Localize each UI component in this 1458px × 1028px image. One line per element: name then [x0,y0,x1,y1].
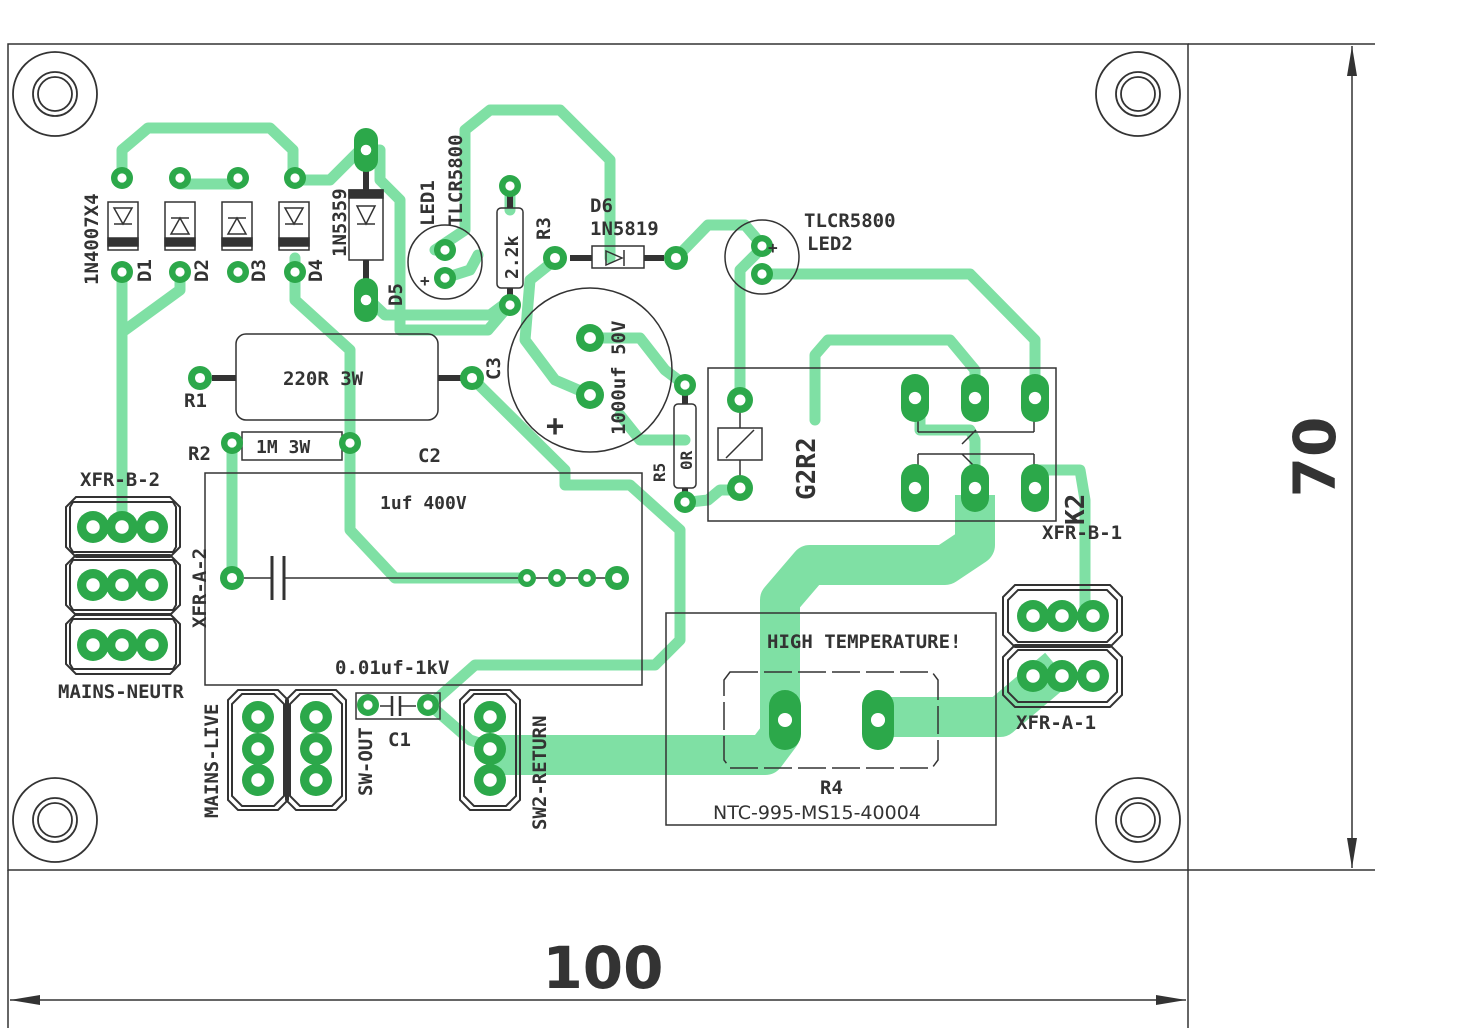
label-d3: D3 [248,259,270,282]
label-c3-value: 1000uf 50V [608,321,630,435]
label-mains-live: MAINS-LIVE [201,704,223,818]
width-label: 100 [542,934,663,1002]
label-diode-array: 1N4007X4 [81,193,103,285]
svg-text:+: + [420,271,430,290]
mounting-holes [12,51,1181,863]
mains-live-header [227,689,289,811]
label-r3-ref: R3 [533,217,555,240]
mount-hole-bottom-left [12,777,98,863]
label-led2-value: TLCR5800 [804,210,896,232]
diode-d3-outline [221,201,253,251]
label-r5-value: 0R [677,450,696,470]
svg-text:+: + [768,238,778,257]
pad-holes [86,144,1100,787]
label-led2-ref: LED2 [807,233,853,255]
label-relay-value: G2R2 [792,437,822,500]
label-sw2-return: SW2-RETURN [529,716,551,830]
diode-d2-outline [164,201,196,251]
label-r1-value: 220R 3W [283,368,364,390]
label-d2: D2 [191,259,213,282]
mains-neutral-header [65,613,181,675]
height-label: 70 [1281,417,1349,498]
sw-out-header [285,689,347,811]
sw2-return-header [459,689,521,811]
label-d6-value: 1N5819 [590,218,659,240]
silkscreen-labels: 1N4007X4 D1 D2 D3 D4 1N5359 D5 LED1 TLCR… [58,134,1122,830]
led1-outline [407,224,483,300]
label-c1-value: 0.01uf-1kV [335,657,449,679]
mount-hole-top-left [12,51,98,137]
height-dimension: 70 [1281,46,1357,868]
label-led1-ref: LED1 [417,180,439,226]
label-warning: HIGH TEMPERATURE! [767,631,961,653]
c1-outline [355,692,441,720]
label-r1-ref: R1 [184,390,207,412]
label-xfr-b-1: XFR-B-1 [1042,522,1122,544]
label-r5-ref: R5 [650,463,669,482]
label-mains-neutral: MAINS-NEUTR [58,681,184,703]
label-c3-ref: C3 [483,357,505,380]
label-c3-polarity: + [546,409,564,444]
diode-d4-outline [278,201,310,251]
label-d1: D1 [134,259,156,282]
label-r2-value: 1M 3W [256,437,310,458]
label-d5: D5 [385,283,407,306]
r1-outline [212,333,462,421]
label-sw-out: SW-OUT [355,727,377,796]
label-d4: D4 [305,259,327,282]
board-outline [7,43,1375,1028]
led2-outline [724,219,800,295]
c3-outline [507,287,673,453]
label-d6-ref: D6 [590,195,613,217]
d6-outline [570,245,664,269]
label-r2-ref: R2 [188,443,211,465]
xfr-a-1-header [1002,644,1123,708]
label-led1-value: TLCR5800 [445,134,467,226]
diode-d1-outline [107,201,139,251]
connector-outlines [65,496,1123,811]
xfr-b-1-header [1002,584,1123,648]
label-zener-value: 1N5359 [329,188,351,257]
width-dimension: 100 [10,934,1186,1005]
label-r4-ref: R4 [820,777,843,799]
label-xfr-b-2: XFR-B-2 [80,469,160,491]
label-c1-ref: C1 [388,729,411,751]
polarity-markers: + + [420,238,778,290]
label-c2-value: 1uf 400V [380,493,467,514]
mount-hole-bottom-right [1095,777,1181,863]
mount-hole-top-right [1095,51,1181,137]
label-xfr-a-1: XFR-A-1 [1016,712,1096,734]
r4-outline [665,612,997,826]
label-r4-value: NTC-995-MS15-40004 [713,802,921,824]
label-r3-value: 2.2k [502,235,523,279]
xfr-b-2-header [65,496,181,558]
label-xfr-a-2: XFR-A-2 [189,548,211,628]
label-c2-ref: C2 [418,445,441,467]
relay-outline [707,367,1057,522]
label-relay-ref: K2 [1061,494,1091,525]
